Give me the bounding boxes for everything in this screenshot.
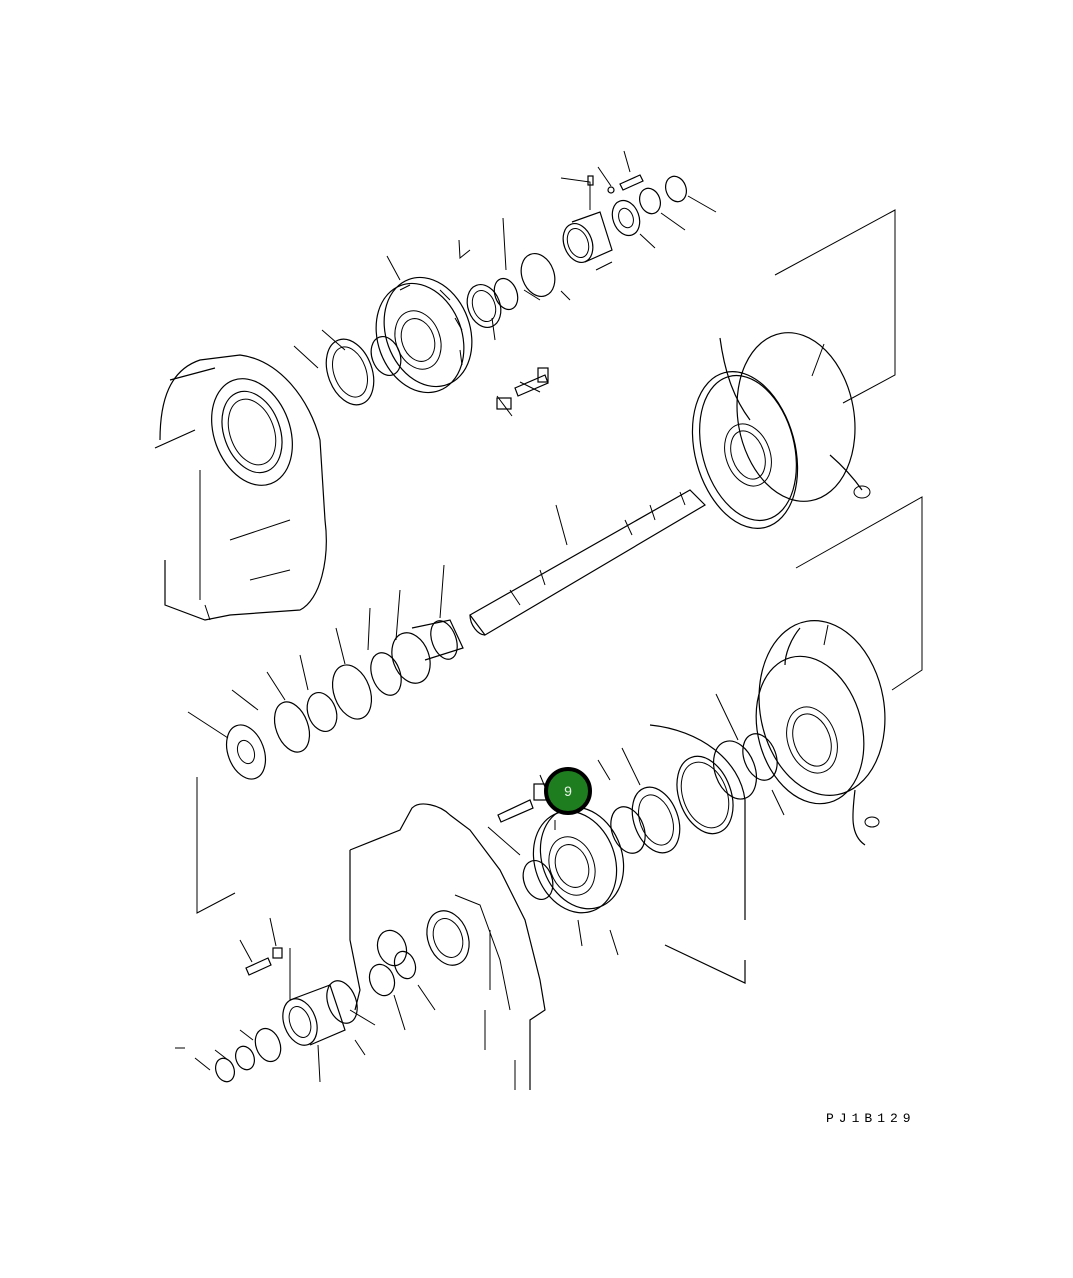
upper-leader-lines	[293, 150, 717, 417]
upper-housing-cover	[691, 209, 896, 529]
callout-label: 9	[564, 783, 572, 799]
mid-bolt-parts	[496, 367, 549, 410]
mid-bearings	[225, 619, 464, 780]
upper-housing	[154, 354, 327, 621]
drawing-reference-code: PJ1B129	[826, 1111, 916, 1126]
mid-leader-lines	[187, 496, 923, 914]
callout-badge-9[interactable]: 9	[544, 767, 592, 815]
lower-bearing-cage	[175, 917, 376, 1083]
upper-bearing-cage	[562, 174, 687, 263]
case-housing	[349, 724, 746, 1090]
main-shaft	[469, 489, 706, 636]
upper-gear	[375, 276, 473, 394]
lower-housing-cover	[755, 620, 886, 846]
upper-rings	[325, 253, 556, 406]
